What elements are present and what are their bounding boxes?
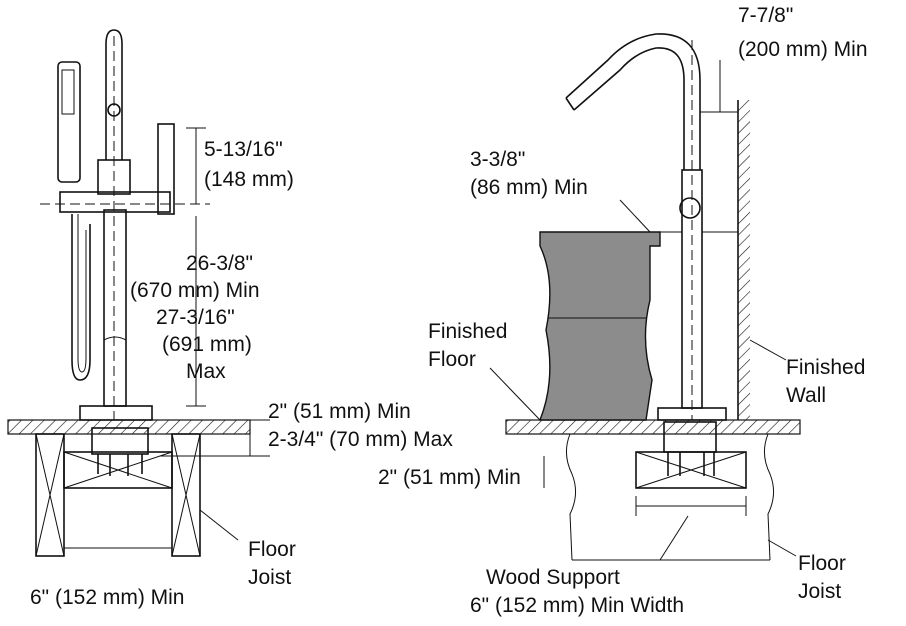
- left-height-label-4: (691 mm): [162, 333, 252, 356]
- left-valve-body: [59, 191, 171, 213]
- left-floor-depth-max: 2-3/4" (70 mm) Max: [268, 428, 453, 451]
- left-handle: [157, 123, 175, 215]
- left-height-label-1: 26-3/8": [186, 252, 253, 275]
- right-finished-floor-1: Finished: [428, 320, 507, 343]
- right-wall-clearance-1: 7-7/8": [738, 4, 793, 27]
- right-tub-clearance-1: 3-3/8": [470, 148, 525, 171]
- right-tub-clearance-2: (86 mm) Min: [470, 176, 588, 199]
- left-wood-support: [63, 451, 173, 489]
- right-wall-clearance-2: (200 mm) Min: [738, 38, 868, 61]
- right-finished-wall-1: Finished: [786, 356, 865, 379]
- right-finished-floor-2: Floor: [428, 348, 476, 371]
- right-support-depth: 2" (51 mm) Min: [378, 466, 521, 489]
- left-spacing-label-2: (148 mm): [204, 168, 294, 191]
- left-floor-depth-min: 2" (51 mm) Min: [268, 400, 411, 423]
- left-mount-bracket: [91, 427, 149, 455]
- left-height-label-5: Max: [186, 360, 226, 383]
- left-spout: [105, 29, 123, 160]
- left-riser: [103, 209, 127, 407]
- right-wood-support-1: Wood Support: [486, 566, 620, 589]
- right-faucet-view: [489, 33, 801, 561]
- left-height-label-2: (670 mm) Min: [130, 279, 260, 302]
- left-joist-label-2: Joist: [248, 566, 291, 589]
- right-joist-label-2: Joist: [798, 580, 841, 603]
- left-hose: [71, 214, 91, 381]
- left-joist-right: [171, 433, 201, 557]
- right-finished-wall-2: Wall: [786, 384, 826, 407]
- left-faucet-view: [7, 29, 270, 557]
- left-joist-spacing: 6" (152 mm) Min: [30, 586, 185, 609]
- left-floor-slab: [7, 419, 251, 435]
- right-floor-slab: [505, 419, 801, 435]
- right-wood-support-2: 6" (152 mm) Min Width: [470, 594, 684, 617]
- right-spout: [573, 47, 685, 170]
- left-spacing-label-1: 5-13/16": [204, 138, 283, 161]
- right-joist-label-1: Floor: [798, 552, 846, 575]
- left-base-plate: [79, 405, 153, 421]
- left-joist-label-1: Floor: [248, 538, 296, 561]
- left-handshower: [57, 61, 81, 183]
- right-tub: [538, 231, 661, 421]
- left-height-label-3: 27-3/16": [156, 306, 235, 329]
- left-joist-left: [35, 433, 65, 557]
